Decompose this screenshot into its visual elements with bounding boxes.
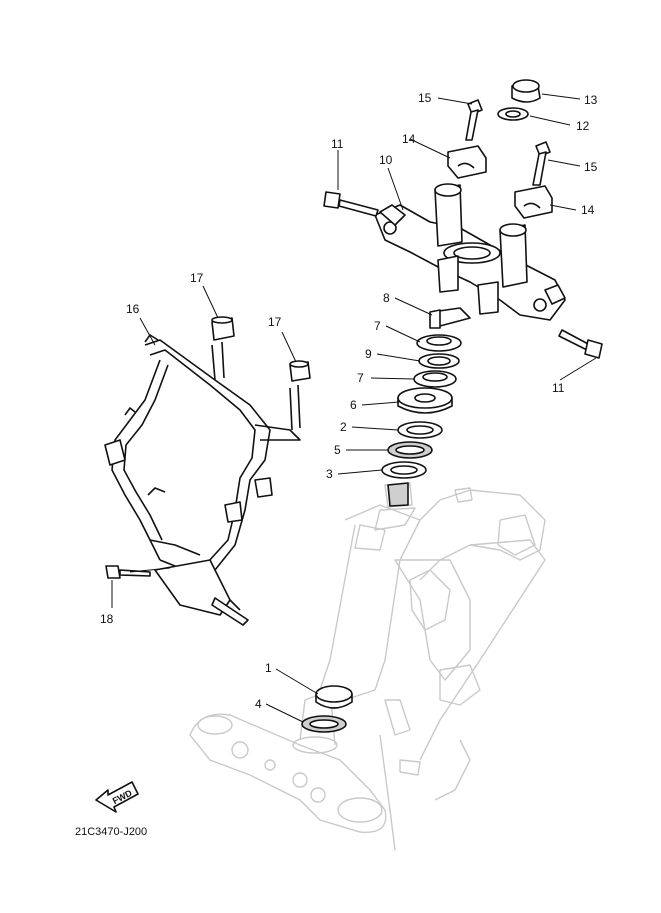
diagram-code: 21C3470-J200	[75, 826, 147, 838]
callout-4: 4	[255, 697, 262, 711]
bolt-11-right	[558, 329, 603, 359]
bolt-11-left	[323, 191, 379, 217]
callout-13: 13	[584, 93, 598, 107]
motorcycle-frame	[319, 487, 546, 851]
callout-9: 9	[365, 347, 372, 361]
cap-nut	[511, 79, 541, 103]
dust-cover-6	[397, 387, 453, 414]
lock-washer-8	[429, 307, 471, 329]
bolt-15-right	[532, 141, 551, 186]
callout-7-upper: 7	[374, 319, 381, 333]
stem-thread	[387, 482, 409, 507]
handlebar-holder-left	[447, 145, 487, 179]
bearing-4	[301, 715, 347, 733]
callout-8: 8	[383, 291, 390, 305]
ring-nut-7-upper	[416, 334, 462, 352]
callout-6: 6	[350, 398, 357, 412]
bearing-race-2	[397, 421, 443, 439]
callout-17-right: 17	[268, 315, 282, 329]
callout-10: 10	[379, 153, 393, 167]
handlebar-holder-right	[514, 185, 553, 219]
bolt-15-left	[465, 99, 483, 141]
headlight-stay	[104, 334, 301, 626]
callout-labels: 13 12 15 15 14 14 10 11 11 8 7 9 7 6 2 5…	[100, 91, 598, 711]
upper-bracket	[374, 183, 566, 321]
fwd-arrow-icon: FWD	[95, 781, 139, 813]
callout-11-left: 11	[331, 137, 344, 151]
washer-12	[497, 107, 529, 121]
callout-14-right: 14	[581, 203, 595, 217]
bearing-5	[387, 441, 433, 459]
callout-3: 3	[326, 467, 333, 481]
washer-9	[418, 353, 460, 369]
rubber-cap-17-left	[211, 316, 235, 341]
callout-2: 2	[340, 420, 347, 434]
callout-18: 18	[100, 612, 114, 626]
bearing-race-1	[315, 685, 353, 709]
rubber-cap-17-right	[289, 360, 311, 382]
callout-12: 12	[576, 119, 590, 133]
callout-17-left: 17	[190, 271, 204, 285]
bolt-18	[105, 565, 151, 579]
ring-nut-7-lower	[413, 370, 457, 388]
callout-7-lower: 7	[357, 371, 364, 385]
callout-5: 5	[334, 443, 341, 457]
callout-15-right: 15	[584, 160, 598, 174]
callout-11-right: 11	[552, 381, 565, 395]
lower-bracket	[189, 689, 387, 834]
callout-15-left: 15	[418, 91, 432, 105]
callout-1: 1	[265, 661, 272, 675]
callout-16: 16	[126, 302, 140, 316]
bearing-race-3	[381, 461, 427, 479]
leader-lines	[111, 93, 597, 723]
callout-14-left: 14	[402, 132, 416, 146]
